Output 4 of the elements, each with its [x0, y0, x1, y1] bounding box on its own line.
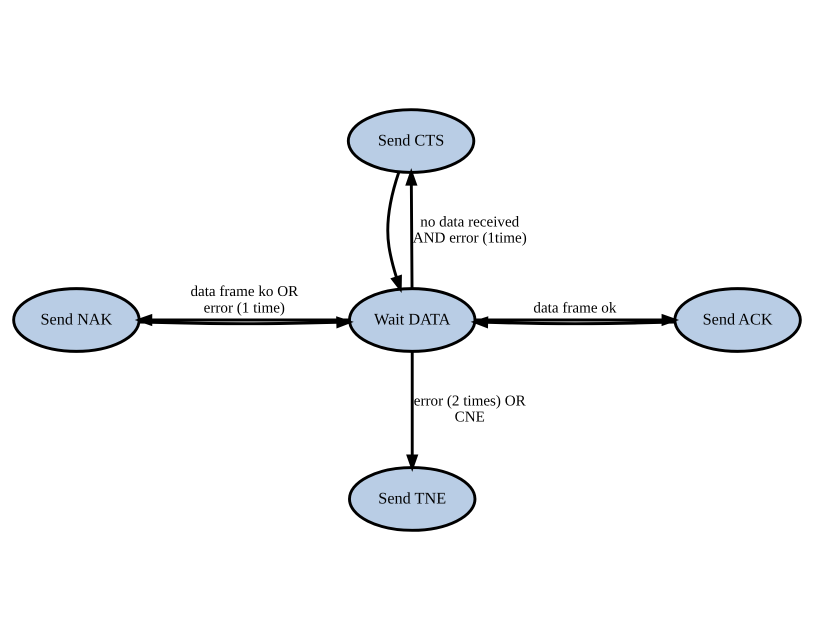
- edge-label: no data received AND error (1time): [412, 214, 526, 246]
- edge-label: data frame ok: [532, 300, 616, 316]
- edge-label: data frame ko OR error (1 time): [190, 284, 298, 316]
- edge-label: error (2 times) OR CNE: [413, 392, 526, 426]
